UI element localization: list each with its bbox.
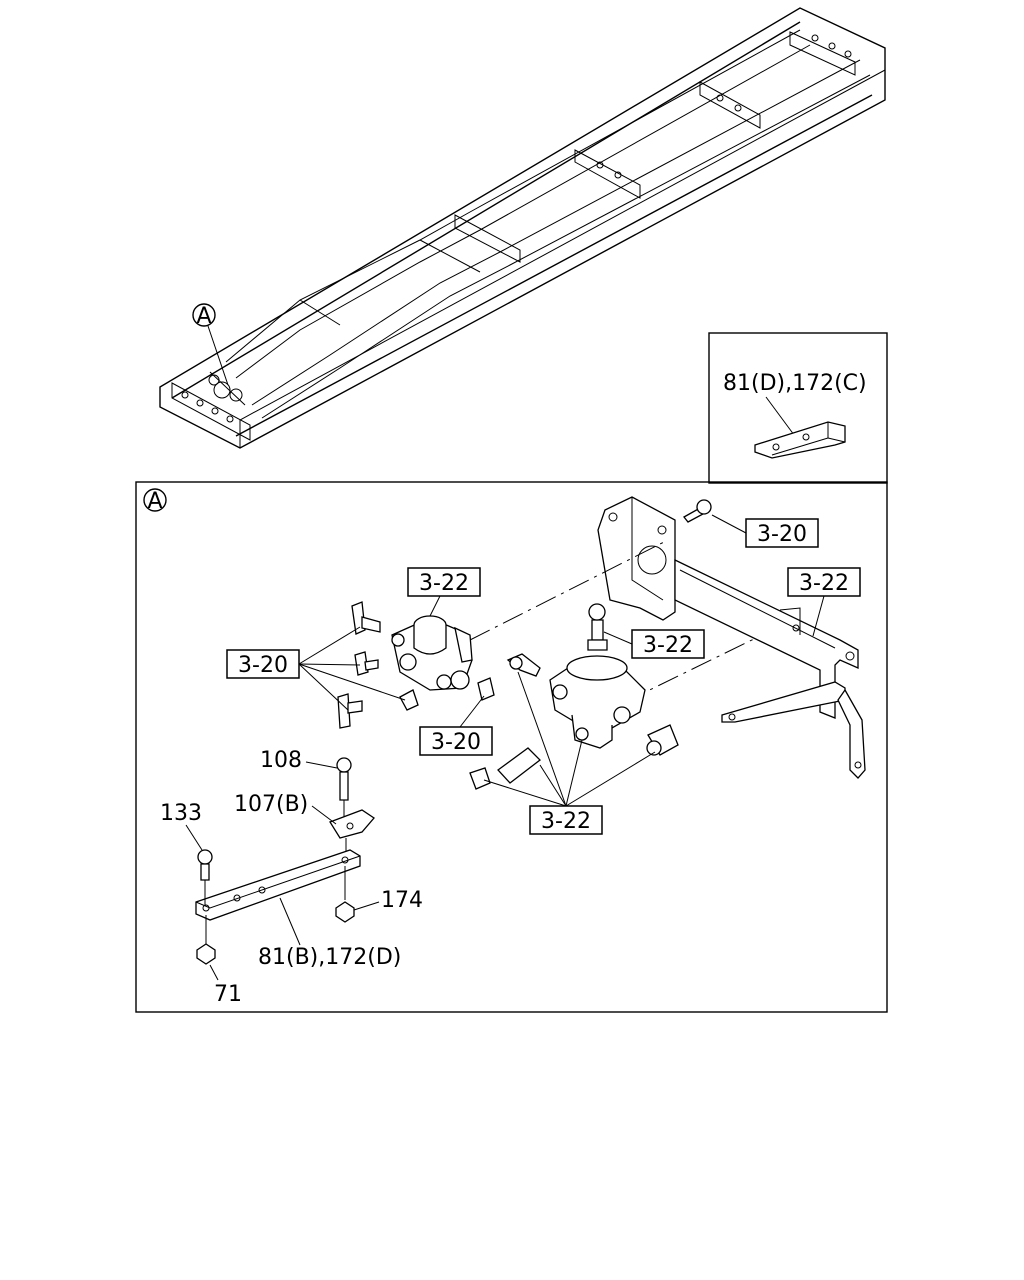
svg-text:3-20: 3-20	[238, 653, 288, 678]
part-label-133: 133	[160, 801, 203, 851]
ref-box-3-22-bracket: 3-22	[787, 567, 861, 637]
fittings-right	[469, 653, 679, 790]
svg-text:108: 108	[260, 748, 302, 773]
mounting-bracket	[597, 496, 866, 779]
detail-marker: A	[147, 489, 162, 514]
ref-box-3-22-valve-left: 3-22	[407, 567, 481, 617]
inset-label: 81(D),172(C)	[723, 371, 867, 396]
ref-box-3-20-top: 3-20	[711, 514, 819, 548]
relay-valve-right	[549, 603, 646, 749]
part-label-81b-172d: 81(B),172(D)	[258, 897, 401, 970]
svg-text:3-22: 3-22	[643, 633, 693, 658]
inset-panel: 81(D),172(C)	[708, 332, 888, 484]
chassis-frame	[159, 7, 886, 449]
ref-box-3-20-left: 3-20	[226, 626, 406, 711]
svg-text:174: 174	[381, 888, 423, 913]
relay-valve-left	[391, 615, 473, 691]
bracket-bolt	[683, 499, 712, 523]
svg-text:133: 133	[160, 801, 202, 826]
svg-text:107(B): 107(B)	[234, 792, 308, 817]
svg-text:3-20: 3-20	[757, 522, 807, 547]
part-label-71: 71	[209, 964, 242, 1007]
ref-box-3-20-lower: 3-20	[419, 695, 493, 756]
part-label-108: 108	[260, 748, 338, 773]
fittings-left	[337, 601, 495, 729]
svg-text:3-22: 3-22	[799, 571, 849, 596]
svg-text:71: 71	[214, 982, 242, 1007]
callout-a-label: A	[196, 304, 211, 329]
svg-text:3-22: 3-22	[419, 571, 469, 596]
svg-text:3-20: 3-20	[431, 730, 481, 755]
bracket-assembly-lower	[195, 757, 375, 965]
svg-text:81(B),172(D): 81(B),172(D)	[258, 945, 401, 970]
part-label-174: 174	[353, 888, 423, 913]
ref-box-3-22-fitting: 3-22	[603, 629, 705, 659]
svg-text:3-22: 3-22	[541, 809, 591, 834]
callout-a: A	[192, 303, 229, 386]
part-label-107b: 107(B)	[234, 792, 337, 825]
detail-panel: A	[135, 481, 888, 1013]
ref-box-3-22-lower: 3-22	[483, 671, 656, 835]
